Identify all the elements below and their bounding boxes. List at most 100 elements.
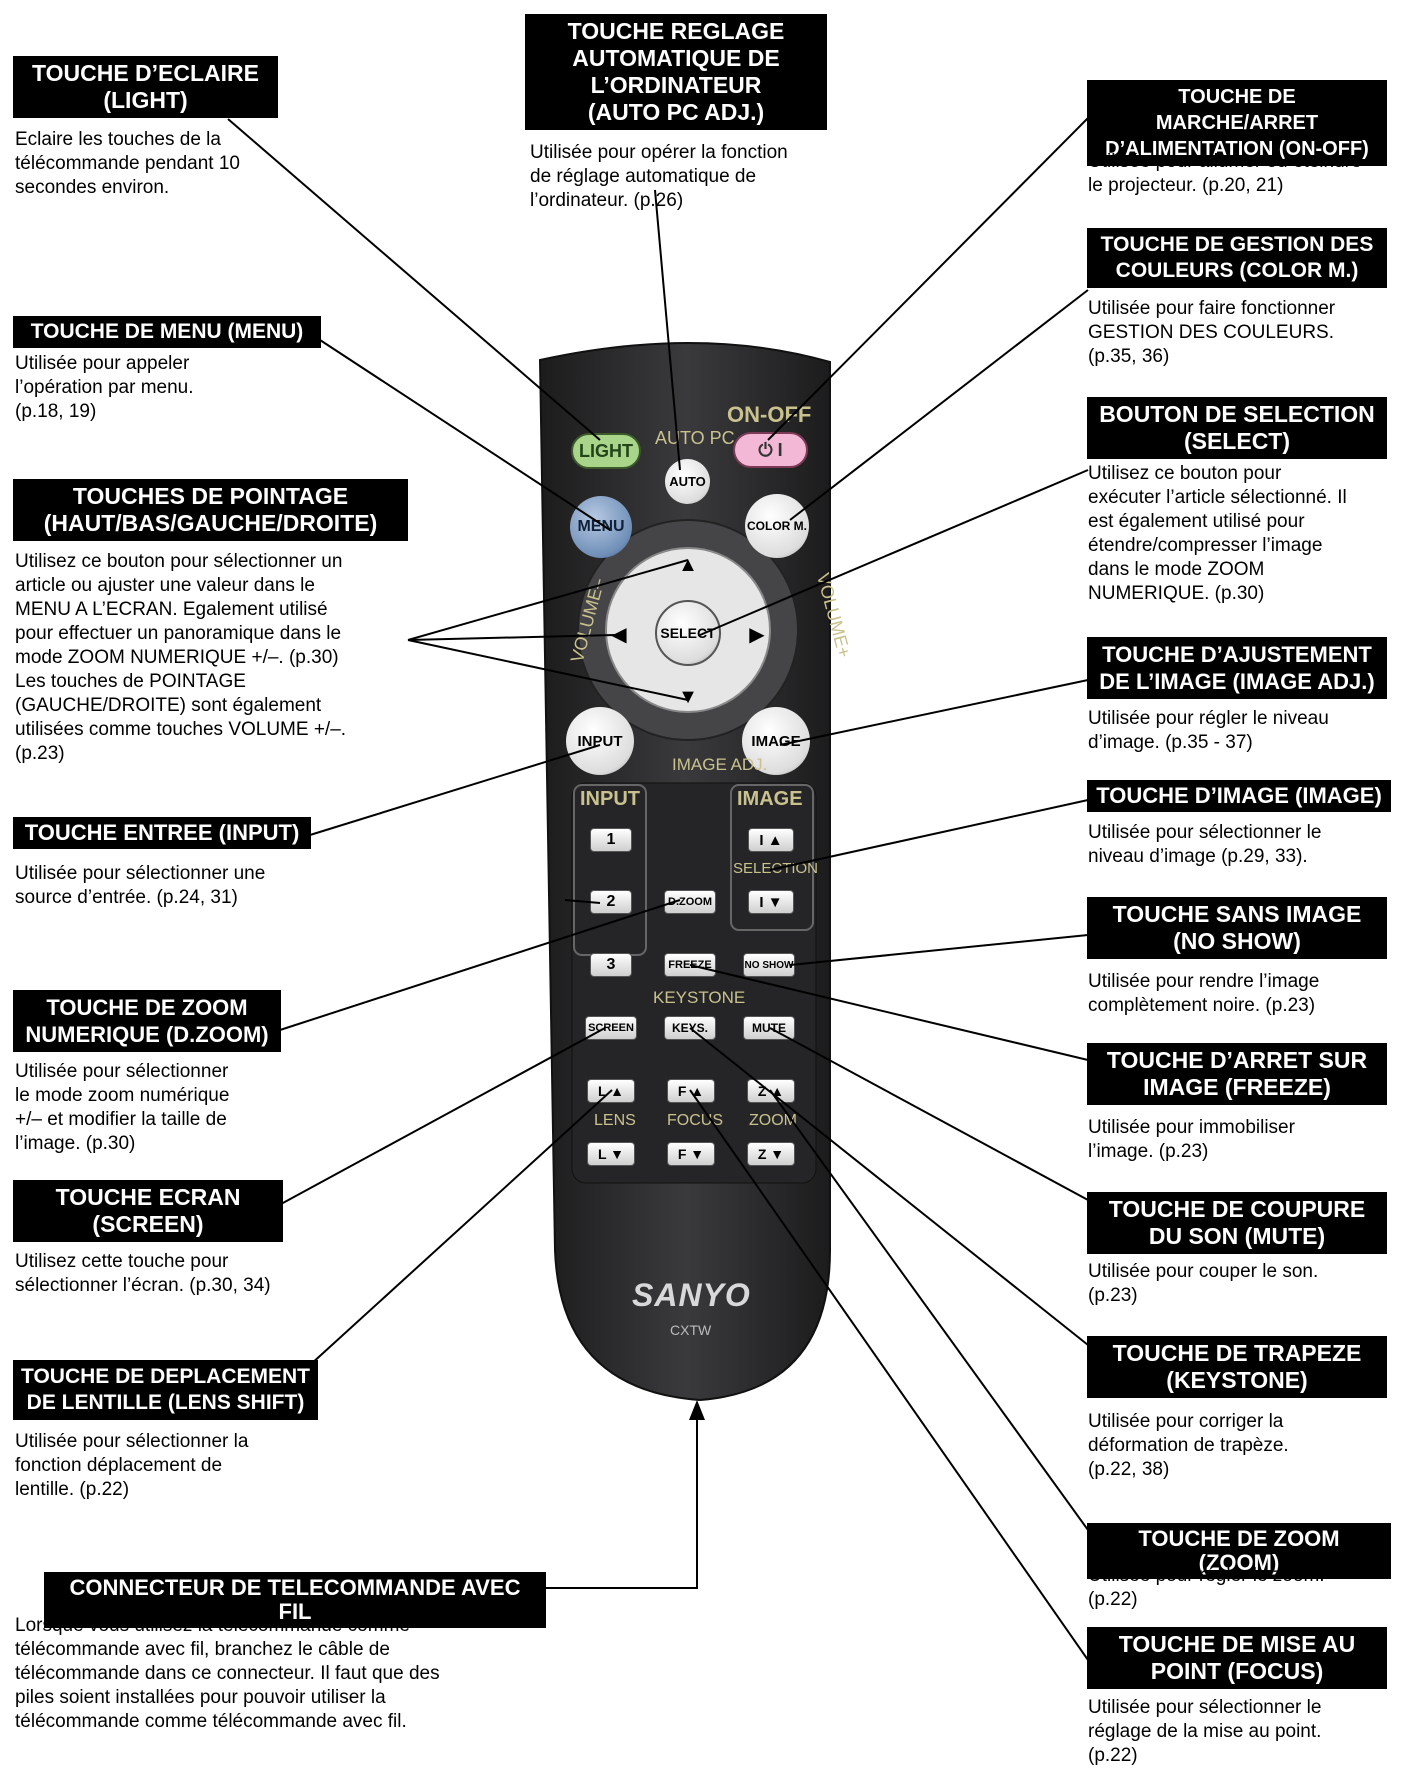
power-button[interactable]: ⏻ I	[733, 432, 808, 468]
freeze-label: FREEZE	[668, 959, 712, 971]
callout-on-off-title: TOUCHE DE MARCHE/ARRET D’ALIMENTATION (O…	[1087, 80, 1387, 166]
volume-minus-label: VOLUME–	[566, 576, 609, 665]
callout-d-zoom-desc: Utilisée pour sélectionner le mode zoom …	[15, 1061, 230, 1154]
callout-connector-title: CONNECTEUR DE TELECOMMANDE AVEC FIL	[44, 1572, 546, 1628]
up-arrow-icon: ▲	[678, 553, 698, 576]
callout-focus-title: TOUCHE DE MISE AU POINT (FOCUS)	[1087, 1627, 1387, 1689]
zoom-down-label: Z ▼	[757, 1146, 785, 1162]
right-arrow-button[interactable]: ▶	[744, 617, 770, 651]
on-off-label: ON-OFF	[727, 402, 812, 427]
callout-light-title: TOUCHE D’ECLAIRE (LIGHT)	[13, 56, 278, 118]
volume-plus-label: VOLUME+	[812, 570, 855, 660]
auto-pc-label: AUTO PC	[655, 428, 735, 448]
callout-image-title: TOUCHE D’IMAGE (IMAGE)	[1087, 780, 1391, 812]
lens-up-button[interactable]: L ▲	[587, 1079, 635, 1103]
zoom-up-label: Z ▲	[757, 1083, 785, 1099]
down-arrow-icon: ▼	[678, 685, 698, 708]
focus-up-button[interactable]: F ▲	[667, 1079, 715, 1103]
callout-on-off-desc: Utilisée pour allumer ou éteindre le pro…	[1088, 151, 1362, 196]
callout-mute-desc: Utilisée pour couper le son. (p.23)	[1088, 1261, 1319, 1306]
callout-freeze-title: TOUCHE D’ARRET SUR IMAGE (FREEZE)	[1087, 1043, 1387, 1105]
callout-light-desc: Eclaire les touches de la télécommande p…	[15, 129, 240, 198]
image-down-button[interactable]: I ▼	[748, 890, 794, 914]
zoom-down-button[interactable]: Z ▼	[747, 1142, 795, 1166]
no-show-button[interactable]: NO SHOW	[743, 953, 795, 977]
image-up-button[interactable]: I ▲	[748, 828, 794, 852]
no-show-label: NO SHOW	[744, 959, 794, 971]
focus-label: FOCUS	[667, 1112, 723, 1129]
callout-zoom-title: TOUCHE DE ZOOM (ZOOM)	[1087, 1523, 1391, 1579]
callout-auto-pc-title: TOUCHE REGLAGE AUTOMATIQUE DE L’ORDINATE…	[525, 14, 827, 130]
callout-color-m-desc: Utilisée pour faire fonctionner GESTION …	[1088, 298, 1336, 367]
image-header: IMAGE	[737, 788, 803, 810]
keystone-label: KEYSTONE	[653, 988, 746, 1007]
callout-screen-title: TOUCHE ECRAN (SCREEN)	[13, 1180, 283, 1242]
input-3-button[interactable]: 3	[590, 953, 632, 977]
menu-button[interactable]: MENU	[570, 496, 632, 558]
callout-input-title: TOUCHE ENTREE (INPUT)	[13, 817, 311, 849]
screen-button[interactable]: SCREEN	[585, 1016, 637, 1040]
left-arrow-icon: ◀	[611, 623, 627, 646]
input-1-label: 1	[606, 831, 616, 848]
up-arrow-button[interactable]: ▲	[671, 552, 705, 578]
callout-select-title: BOUTON DE SELECTION (SELECT)	[1087, 397, 1387, 459]
image-adj-label: IMAGE ADJ.	[672, 755, 768, 774]
callout-pointing-title: TOUCHES DE POINTAGE (HAUT/BAS/GAUCHE/DRO…	[13, 479, 408, 541]
left-arrow-button[interactable]: ◀	[606, 617, 632, 651]
keys-label: KEYS.	[671, 1021, 708, 1035]
callout-lens-shift-title: TOUCHE DE DEPLACEMENT DE LENTILLE (LENS …	[13, 1360, 318, 1420]
keys-button[interactable]: KEYS.	[664, 1016, 716, 1040]
input-header: INPUT	[580, 788, 640, 810]
zoom-up-button[interactable]: Z ▲	[747, 1079, 795, 1103]
focus-down-button[interactable]: F ▼	[667, 1142, 715, 1166]
focus-down-label: F ▼	[677, 1146, 705, 1162]
d-zoom-button[interactable]: D.ZOOM	[664, 890, 716, 914]
auto-button[interactable]: AUTO	[665, 459, 710, 504]
callout-keystone-title: TOUCHE DE TRAPEZE (KEYSTONE)	[1087, 1336, 1387, 1398]
select-button[interactable]: SELECT	[655, 600, 721, 666]
callout-menu-title: TOUCHE DE MENU (MENU)	[13, 316, 321, 348]
right-arrow-icon: ▶	[749, 623, 765, 646]
callout-no-show-desc: Utilisée pour rendre l’image complètemen…	[1088, 971, 1320, 1016]
image-down-label: I ▼	[759, 893, 783, 911]
brand-logo: SANYO	[632, 1277, 751, 1313]
mute-button[interactable]: MUTE	[743, 1016, 795, 1040]
selection-label: SELECTION	[733, 860, 819, 877]
callout-image-adj-title: TOUCHE D’AJUSTEMENT DE L’IMAGE (IMAGE AD…	[1087, 637, 1387, 699]
color-m-button[interactable]: COLOR M.	[745, 494, 809, 558]
menu-button-label: MENU	[577, 518, 625, 535]
lens-down-button[interactable]: L ▼	[587, 1142, 635, 1166]
image-button-label: IMAGE	[751, 732, 801, 750]
freeze-button[interactable]: FREEZE	[664, 953, 716, 977]
input-button[interactable]: INPUT	[566, 707, 634, 775]
input-2-button[interactable]: 2	[590, 890, 632, 914]
image-up-label: I ▲	[759, 831, 783, 849]
color-m-button-label: COLOR M.	[747, 519, 807, 533]
model-label: CXTW	[670, 1322, 712, 1338]
callout-no-show-title: TOUCHE SANS IMAGE (NO SHOW)	[1087, 897, 1387, 959]
callout-image-adj-desc: Utilisée pour régler le niveau d’image. …	[1088, 708, 1329, 753]
callout-connector-desc: Lorsque vous utilisez la télécommande co…	[15, 1615, 440, 1732]
input-1-button[interactable]: 1	[590, 828, 632, 852]
callout-auto-pc-desc: Utilisée pour opérer la fonction de régl…	[530, 142, 788, 211]
callout-lens-shift-desc: Utilisée pour sélectionner la fonction d…	[15, 1431, 249, 1500]
input-3-label: 3	[606, 956, 616, 973]
d-zoom-label: D.ZOOM	[668, 896, 712, 908]
down-arrow-button[interactable]: ▼	[671, 684, 705, 710]
auto-button-label: AUTO	[669, 474, 706, 489]
light-button[interactable]: LIGHT	[571, 433, 641, 469]
focus-up-label: F ▲	[677, 1083, 705, 1099]
callout-zoom-desc: Utilisée pour régler le zoom. (p.22)	[1088, 1565, 1325, 1610]
callout-pointing-desc: Utilisez ce bouton pour sélectionner un …	[15, 551, 347, 764]
light-button-label: LIGHT	[579, 440, 633, 461]
callout-freeze-desc: Utilisée pour immobiliser l’image. (p.23…	[1088, 1117, 1295, 1162]
callout-select-desc: Utilisez ce bouton pour exécuter l’artic…	[1088, 463, 1347, 604]
screen-label: SCREEN	[588, 1022, 634, 1034]
lens-up-label: L ▲	[597, 1083, 625, 1099]
callout-mute-title: TOUCHE DE COUPURE DU SON (MUTE)	[1087, 1192, 1387, 1254]
select-button-label: SELECT	[660, 625, 716, 641]
callout-menu-desc: Utilisée pour appeler l’opération par me…	[15, 353, 194, 422]
mute-label: MUTE	[752, 1021, 786, 1035]
callout-keystone-desc: Utilisée pour corriger la déformation de…	[1088, 1411, 1289, 1480]
callout-d-zoom-title: TOUCHE DE ZOOM NUMERIQUE (D.ZOOM)	[13, 990, 281, 1052]
